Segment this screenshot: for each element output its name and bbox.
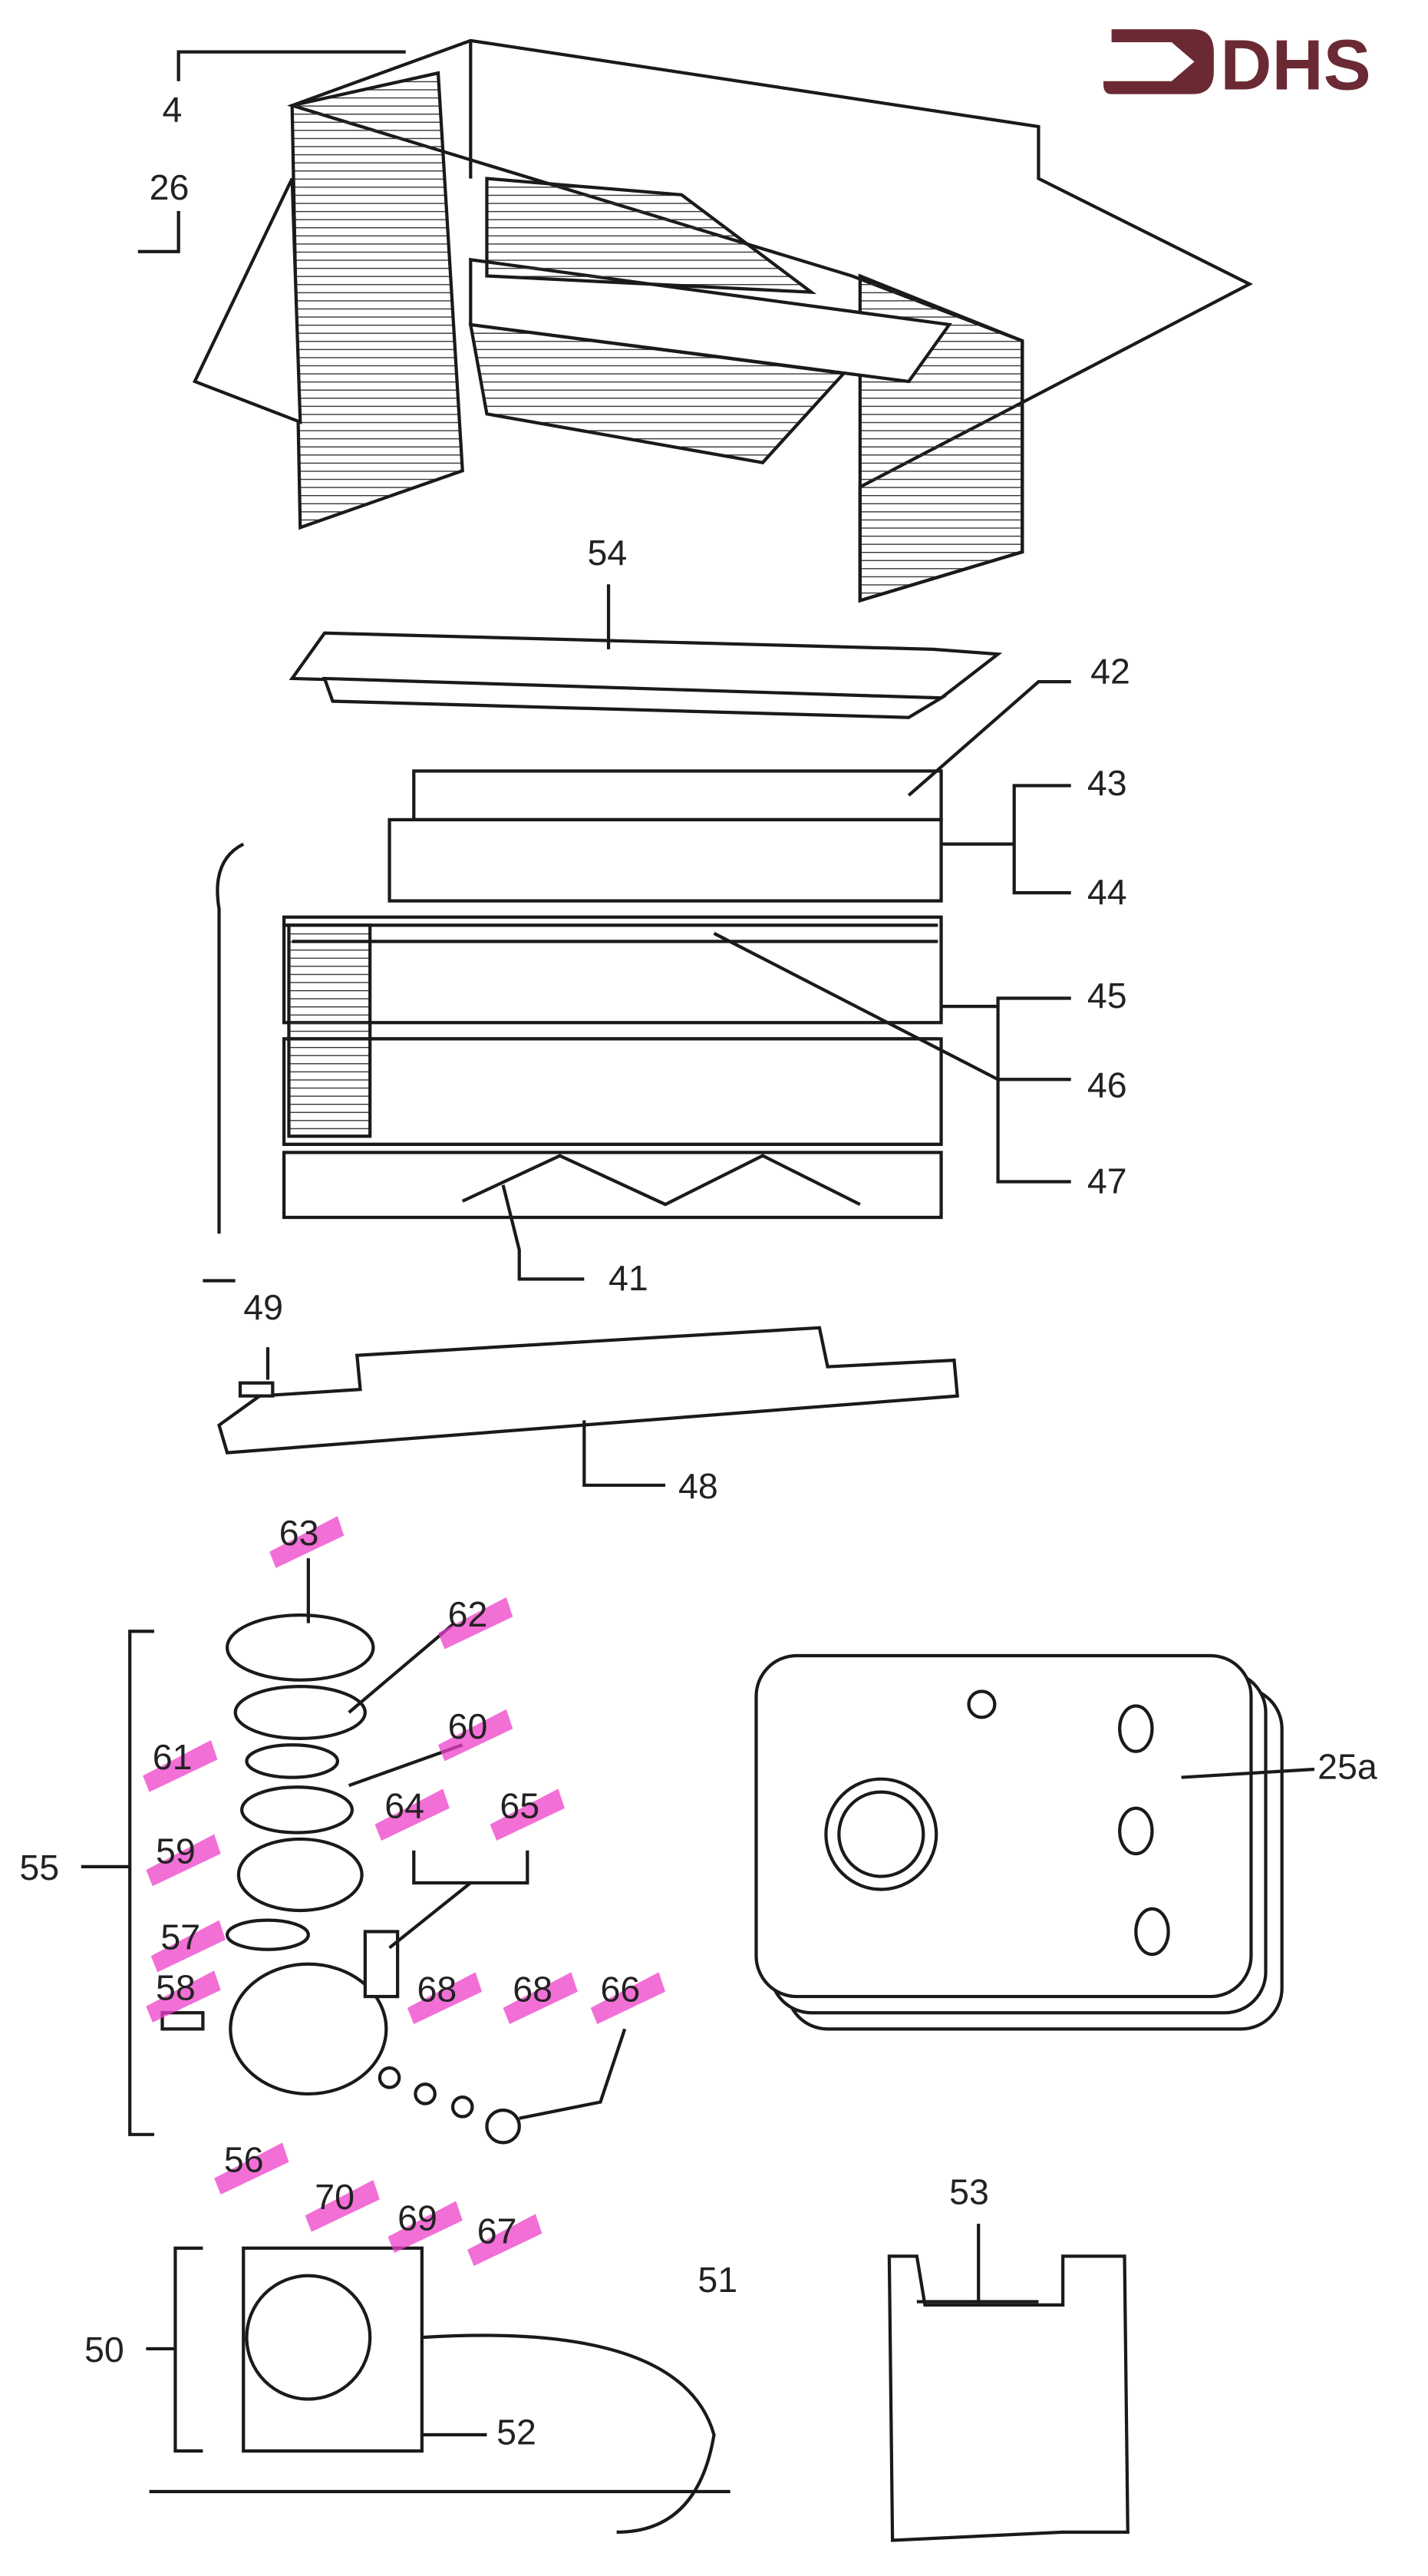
heat-exchanger: [216, 769, 943, 1234]
part-label-67: 67: [477, 2211, 517, 2251]
part-label-68: 68: [417, 1969, 457, 2009]
highlight-mark: [503, 1972, 578, 2025]
highlight-mark: [305, 2180, 380, 2232]
part-label-62: 62: [448, 1594, 488, 1634]
highlight-mark: [438, 1709, 513, 1762]
part-label-70: 70: [315, 2177, 355, 2217]
part-label-68: 68: [513, 1969, 552, 2009]
part-label-53: 53: [949, 2172, 989, 2212]
highlight-mark: [374, 1788, 450, 1841]
bracket: [887, 2224, 1130, 2542]
part-label-64: 64: [384, 1785, 424, 1825]
part-label-55: 55: [19, 1848, 59, 1887]
part-label-69: 69: [397, 2198, 437, 2238]
highlight-mark: [388, 2201, 463, 2254]
cover-plate: [289, 631, 1003, 719]
highlight-mark: [143, 1739, 218, 1792]
highlight-mark: [269, 1516, 345, 1568]
dhs-logo: DHS: [1103, 25, 1371, 104]
part-label-45: 45: [1087, 976, 1127, 1016]
highlight-mark: [150, 1920, 226, 1973]
highlight-mark: [214, 2142, 289, 2195]
highlight-mark: [590, 1972, 666, 2025]
part-label-54: 54: [588, 533, 628, 573]
part-label-42: 42: [1090, 651, 1130, 691]
logo-text: DHS: [1220, 25, 1370, 104]
part-label-43: 43: [1087, 763, 1127, 803]
part-label-49: 49: [243, 1287, 283, 1327]
part-label-41: 41: [608, 1258, 648, 1298]
draft-hood: [192, 38, 1253, 603]
part-label-50: 50: [84, 2330, 124, 2370]
part-label-61: 61: [153, 1737, 193, 1777]
control-box: [754, 1653, 1315, 2031]
part-label-4: 4: [163, 90, 183, 130]
part-label-66: 66: [600, 1969, 640, 2009]
part-label-65: 65: [500, 1785, 539, 1825]
highlight-mark: [467, 2214, 543, 2267]
part-label-58: 58: [156, 1967, 196, 2007]
part-label-51: 51: [698, 2260, 737, 2300]
highlight-mark: [407, 1972, 483, 2025]
part-labels: 4 26 54 42 43 44 45 46 47 41 49 48 63 62 60 61 64 65 59 55 5…: [19, 90, 1377, 2452]
gas-valve-assembly: [81, 1613, 627, 2145]
highlight-mark: [438, 1597, 513, 1650]
part-label-57: 57: [160, 1917, 200, 1957]
highlight-mark: [490, 1788, 565, 1841]
highlight-mark: [146, 1834, 221, 1887]
leader-lines: [137, 50, 1071, 1950]
part-label-52: 52: [496, 2413, 536, 2452]
highlight-mark: [146, 1970, 221, 2023]
thermostat-unit: [146, 2246, 730, 2535]
part-label-44: 44: [1087, 872, 1127, 912]
part-label-59: 59: [156, 1831, 196, 1871]
part-label-47: 47: [1087, 1161, 1127, 1200]
part-label-25a: 25a: [1318, 1747, 1377, 1787]
part-label-60: 60: [448, 1706, 488, 1746]
part-label-46: 46: [1087, 1065, 1127, 1105]
mounting-bar: [217, 1326, 960, 1455]
part-label-56: 56: [224, 2139, 264, 2179]
screw-49: [238, 1381, 275, 1398]
part-label-63: 63: [279, 1513, 319, 1553]
part-label-48: 48: [678, 1466, 718, 1506]
part-label-26: 26: [150, 167, 190, 207]
